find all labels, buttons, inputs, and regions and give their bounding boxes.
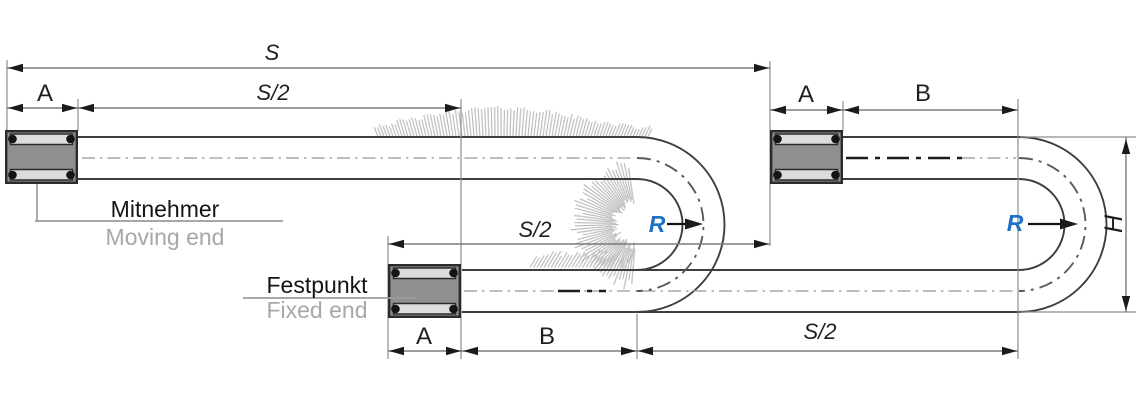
- upper-run-right: [843, 136, 1019, 180]
- centerline-right-arc: [1018, 157, 1087, 292]
- centerline-left-arc: [636, 157, 705, 292]
- centerlines: [82, 156, 1087, 293]
- dim-label-s-half-middle: S/2: [518, 217, 551, 242]
- radius-arrow-left-head: [685, 218, 703, 230]
- radius-arrows: [667, 218, 1078, 230]
- dim-label-a-top-right: A: [798, 81, 814, 108]
- dim-label-b-top-right: B: [915, 80, 931, 107]
- annotation-fixed-end-title: Festpunkt: [267, 272, 369, 298]
- dim-label-b-bottom: B: [539, 323, 555, 350]
- annotation-moving-end-title: Mitnehmer: [111, 196, 220, 222]
- annotation-fixed-end-subtitle: Fixed end: [266, 297, 367, 323]
- leader-lines: [35, 184, 417, 299]
- connector-block-fixed: [388, 264, 461, 318]
- radius-arrow-right-head: [1060, 218, 1078, 230]
- dim-label-a-bottom: A: [416, 323, 432, 350]
- radius-label-left: R: [649, 211, 666, 237]
- lower-run: [462, 269, 1019, 313]
- motion-hatching: [373, 105, 653, 290]
- upper-run-left: [78, 136, 637, 180]
- annotation-moving-end-subtitle: Moving end: [106, 224, 225, 250]
- extension-lines: [6, 60, 1136, 359]
- motion-hatch-b: [373, 105, 653, 280]
- leader-moving-end: [35, 184, 283, 222]
- chain-outline: [78, 136, 1108, 313]
- dim-label-a-top-left: A: [37, 80, 53, 107]
- connector-block-moving-right-position: [770, 129, 843, 185]
- dim-label-s-half-top: S/2: [256, 80, 289, 105]
- radius-label-right: R: [1007, 210, 1024, 236]
- dim-label-s: S: [265, 40, 280, 65]
- dim-label-h: H: [1100, 214, 1128, 233]
- dim-label-s-half-bottom: S/2: [803, 319, 836, 344]
- connector-block-moving-left-position: [4, 129, 78, 185]
